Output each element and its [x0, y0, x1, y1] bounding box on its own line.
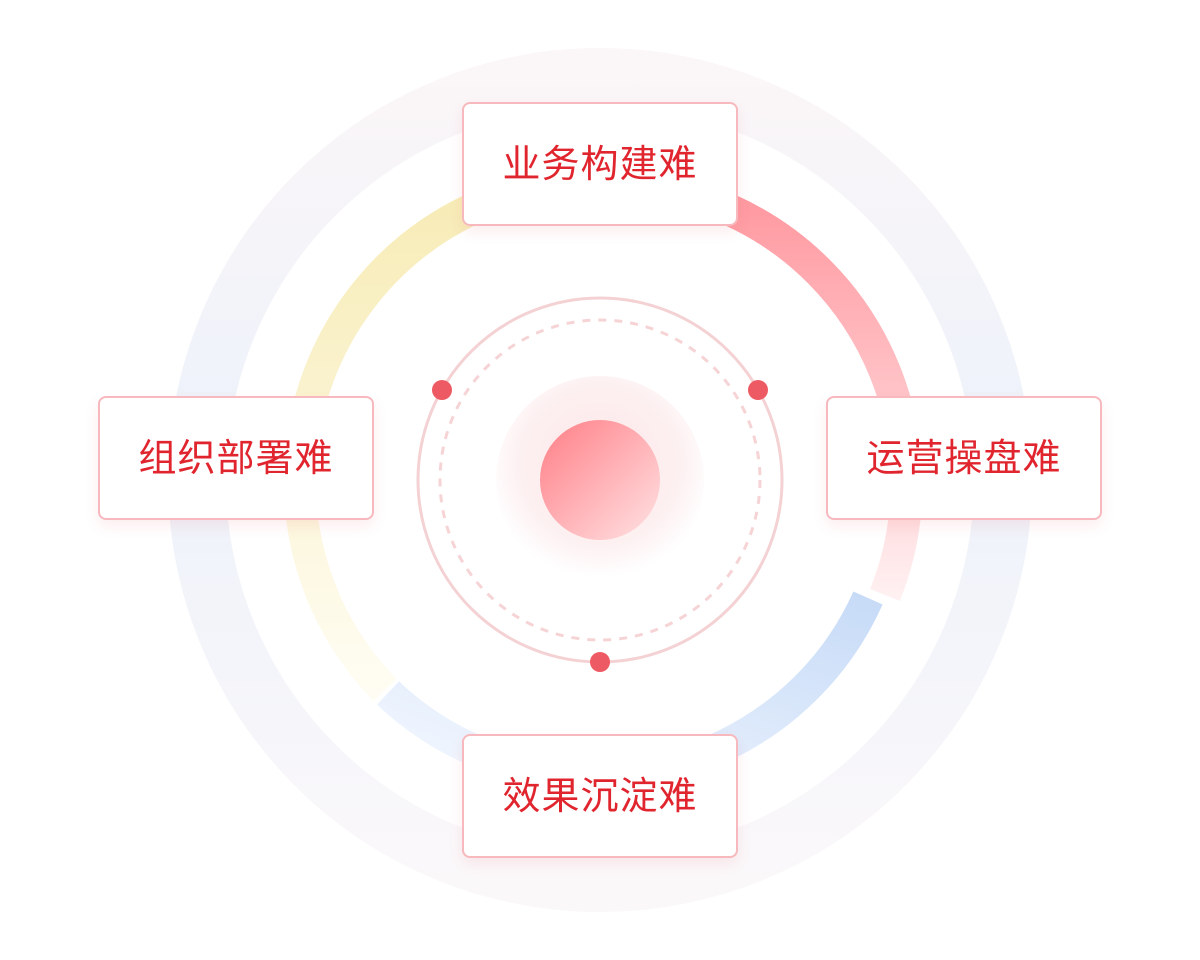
ring-segment-red: [723, 195, 923, 601]
label-box-top: 业务构建难: [462, 102, 738, 226]
label-right: 运营操盘难: [866, 436, 1062, 480]
dot-marker-left: [432, 380, 452, 400]
dot-marker-right: [748, 380, 768, 400]
label-top: 业务构建难: [502, 142, 698, 186]
dot-marker-bottom: [590, 652, 610, 672]
center-orb: [540, 420, 660, 540]
label-left: 组织部署难: [138, 436, 334, 480]
inner-dashed-ring: [438, 318, 762, 642]
label-box-left: 组织部署难: [98, 396, 374, 520]
label-box-right: 运营操盘难: [826, 396, 1102, 520]
label-bottom: 效果沉淀难: [502, 774, 698, 818]
label-box-bottom: 效果沉淀难: [462, 734, 738, 858]
